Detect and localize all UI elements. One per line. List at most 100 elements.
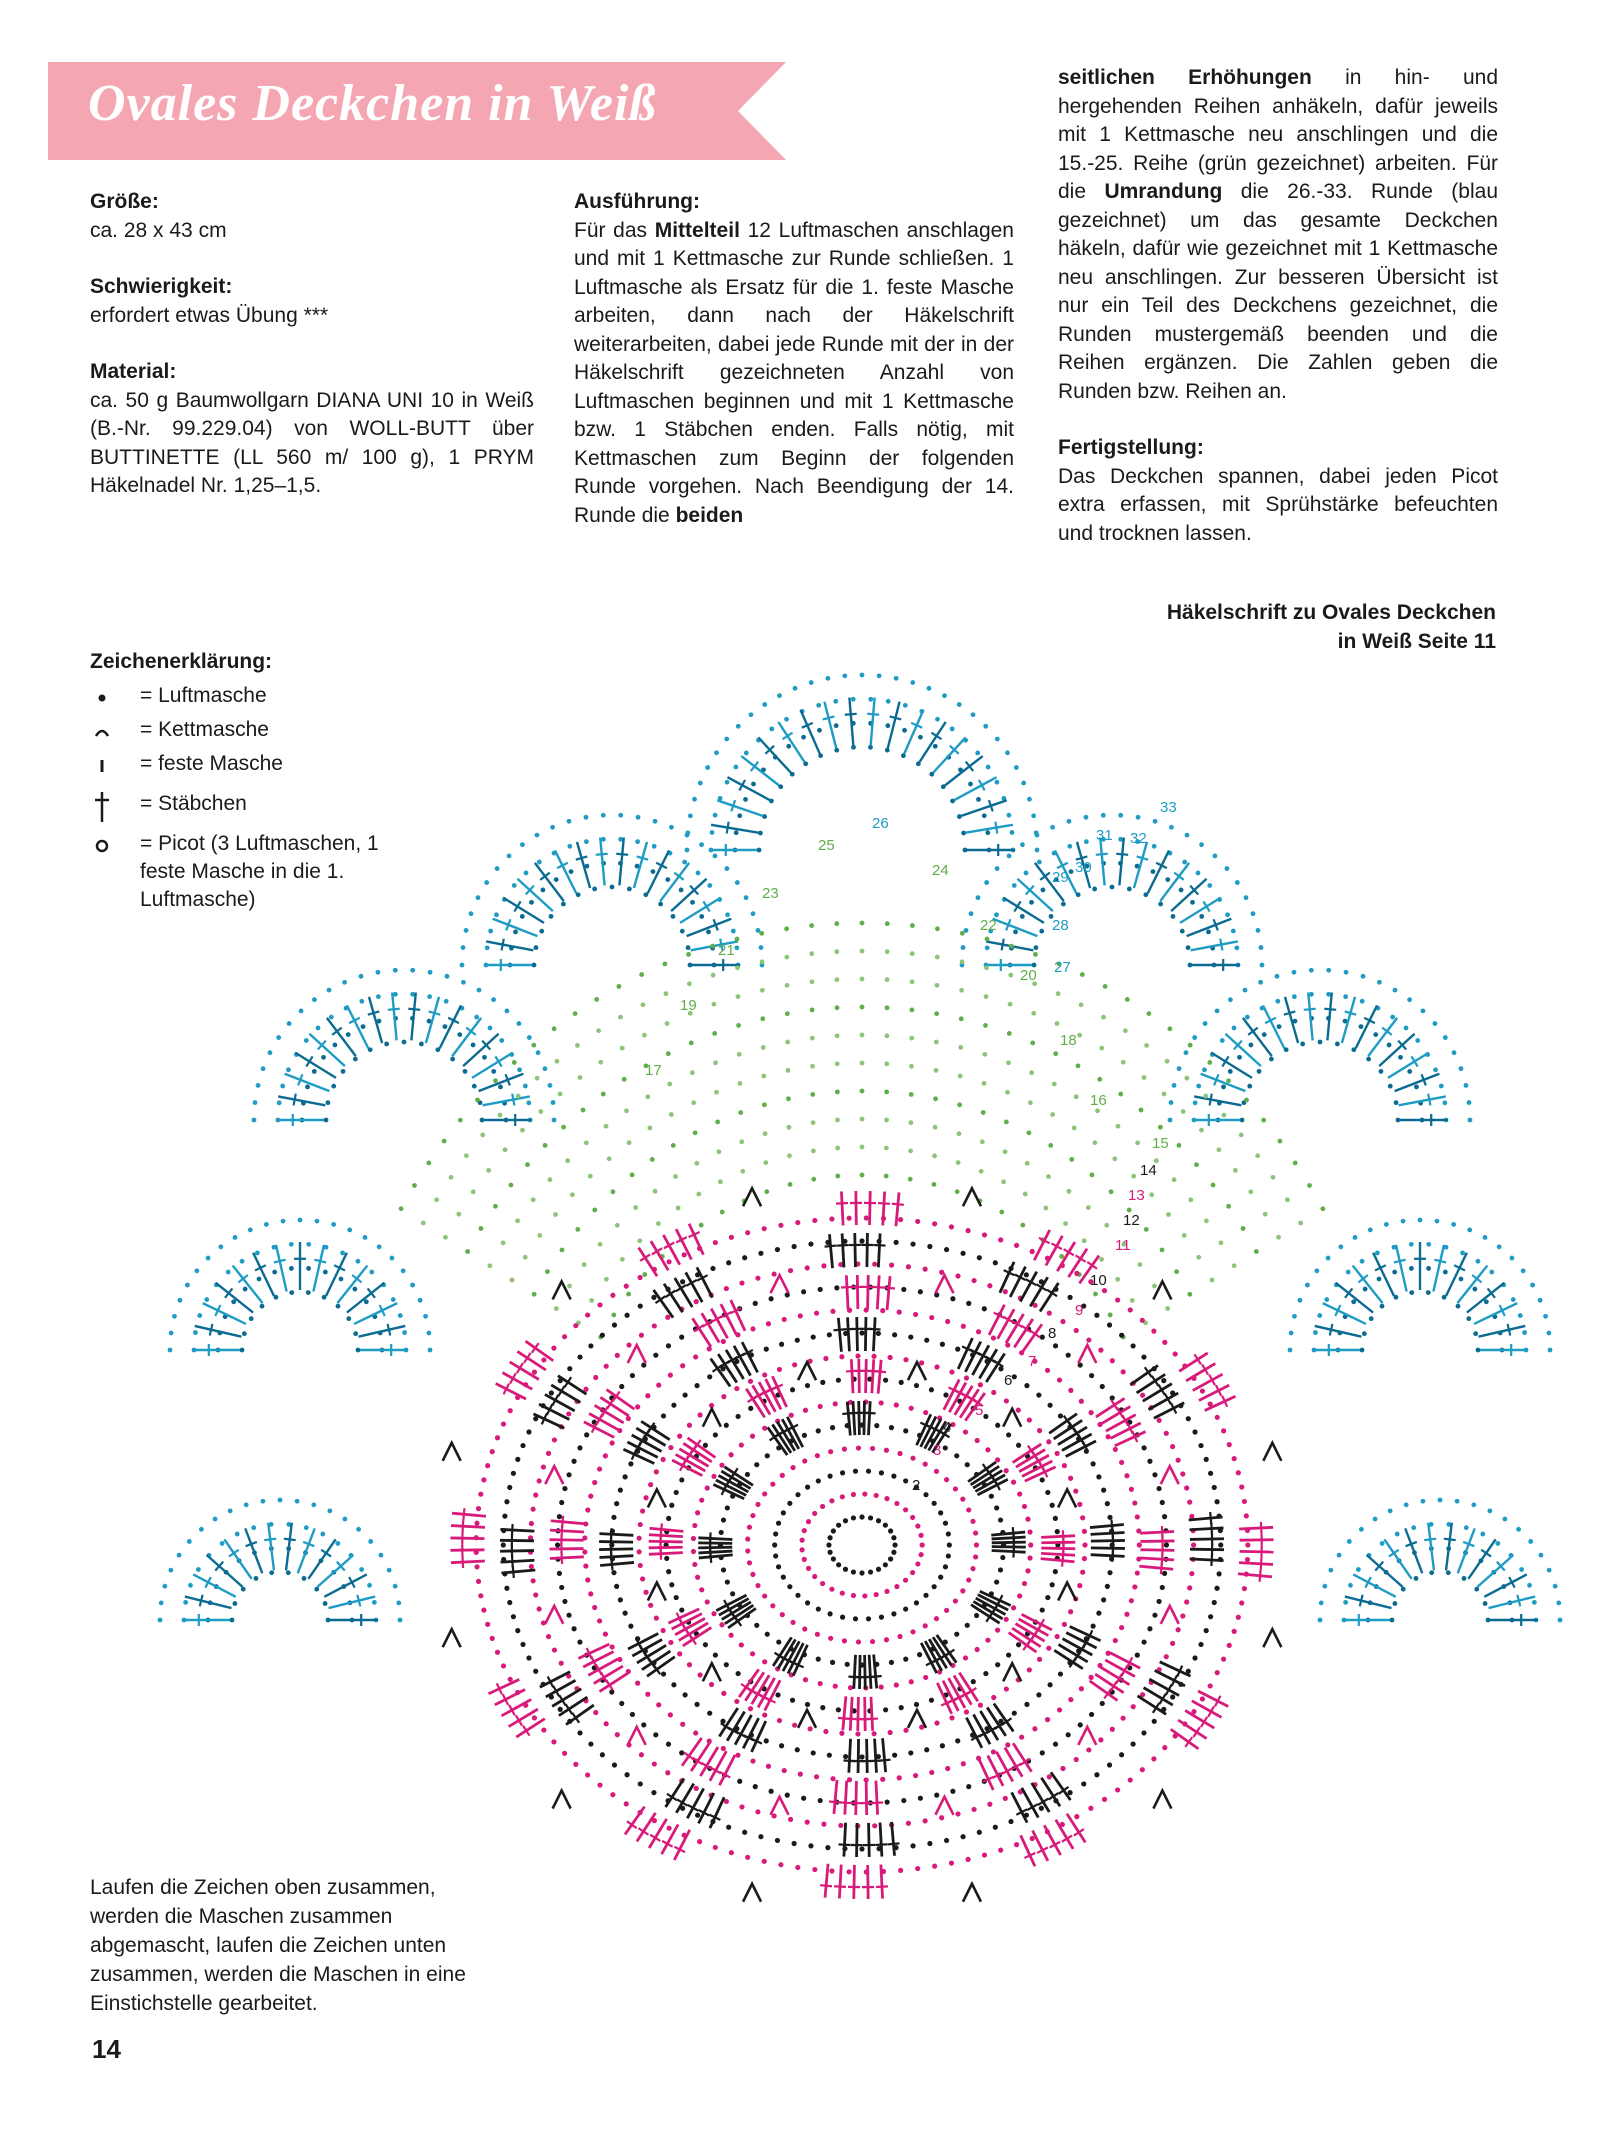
chain-dot: [1548, 1348, 1553, 1353]
chain-dot: [1000, 1555, 1005, 1560]
stitch-mark: [596, 854, 608, 855]
chain-dot: [376, 994, 381, 999]
chain-dot: [501, 1542, 506, 1547]
chain-dot: [624, 1801, 629, 1806]
stitch-mark: [628, 1345, 646, 1363]
chain-dot: [795, 1865, 800, 1870]
chain-dot: [995, 1457, 1000, 1462]
chain-dot: [871, 1731, 876, 1736]
chain-dot: [957, 1131, 962, 1136]
chain-dot: [666, 1742, 671, 1747]
chain-dot: [879, 1684, 884, 1689]
chain-dot: [1029, 1070, 1034, 1075]
stitch-mark: [1190, 1528, 1224, 1530]
stitch-mark: [870, 1191, 871, 1225]
chain-dot: [726, 1825, 731, 1830]
chain-dot: [786, 1096, 791, 1101]
stitch-mark: [599, 1556, 633, 1558]
chain-dot: [966, 1301, 971, 1306]
chain-dot: [898, 1868, 903, 1873]
chain-dot: [1067, 819, 1072, 824]
chain-dot: [1375, 1251, 1380, 1256]
chain-dot: [1328, 1568, 1333, 1573]
chain-dot: [823, 1356, 828, 1361]
stitch-mark: [820, 1885, 832, 1886]
chain-dot: [1092, 1140, 1097, 1145]
chain-dot: [1025, 1161, 1030, 1166]
chain-dot: [943, 1392, 948, 1397]
chain-dot: [884, 1118, 889, 1123]
chain-dot: [983, 1414, 988, 1419]
chain-dot: [353, 1057, 358, 1062]
chain-dot: [480, 1133, 485, 1138]
chain-dot: [476, 1506, 481, 1511]
chain-dot: [770, 1603, 775, 1608]
chain-dot: [643, 1495, 648, 1500]
chain-dot: [1292, 970, 1297, 975]
chain-dot: [851, 745, 856, 750]
stitch-mark: [995, 822, 997, 834]
stitch-mark: [660, 863, 689, 901]
stitch-mark: [851, 1359, 853, 1393]
round-label: 9: [1075, 1302, 1083, 1319]
chain-dot: [541, 888, 546, 893]
stitch-mark: [1405, 1528, 1422, 1573]
chain-dot: [803, 1677, 808, 1682]
chain-dot: [859, 1330, 864, 1335]
chain-dot: [1121, 1060, 1126, 1065]
chain-dot: [315, 1219, 320, 1224]
chain-dot: [965, 1623, 970, 1628]
chain-dot: [1096, 1611, 1101, 1616]
chain-dot: [977, 1255, 982, 1260]
chain-dot: [976, 895, 981, 900]
chain-dot: [1558, 1618, 1563, 1623]
stitch-mark: [1013, 1546, 1014, 1558]
chain-dot: [932, 1153, 937, 1158]
chain-dot: [1404, 1502, 1409, 1507]
chain-dot: [671, 1682, 676, 1687]
chain-dot: [1356, 1567, 1361, 1572]
chain-dot: [1199, 1128, 1204, 1133]
stitch-mark: [1161, 1606, 1179, 1624]
chain-dot: [1077, 1502, 1082, 1507]
chain-dot: [984, 880, 989, 885]
chain-dot: [557, 1514, 562, 1519]
chain-dot: [651, 1295, 656, 1300]
stitch-mark: [276, 1245, 287, 1292]
chain-dot: [860, 1033, 865, 1038]
chain-dot: [304, 1038, 309, 1043]
chain-dot: [575, 1043, 580, 1048]
chain-dot: [548, 1177, 553, 1182]
chain-dot: [503, 1147, 508, 1152]
chain-dot: [830, 1425, 835, 1430]
chain-dot: [481, 1608, 486, 1613]
chain-dot: [944, 1247, 949, 1252]
chain-dot: [1208, 1471, 1213, 1476]
stitch-mark: [887, 1276, 890, 1310]
chain-dot: [443, 1235, 448, 1240]
stitch-mark: [877, 1275, 879, 1309]
chain-dot: [1426, 1266, 1431, 1271]
chain-dot: [1006, 1432, 1011, 1437]
chain-dot: [1140, 1318, 1145, 1323]
legend-item: = Picot (3 Luftmaschen, 1 feste Masche i…: [90, 830, 390, 914]
chain-dot: [1074, 1814, 1079, 1819]
chain-dot: [529, 1521, 534, 1526]
chain-dot: [1189, 1571, 1194, 1576]
stitch-mark: [1140, 1550, 1174, 1551]
chain-dot: [695, 1575, 700, 1580]
chain-dot: [1067, 1790, 1072, 1795]
chain-dot: [1069, 1157, 1074, 1162]
round-label: 2: [912, 1477, 920, 1494]
chain-dot: [739, 1442, 744, 1447]
chain-dot: [901, 1287, 906, 1292]
chain-dot: [1337, 1553, 1342, 1558]
chain-dot: [780, 1473, 785, 1478]
chain-dot: [559, 1585, 564, 1590]
chain-dot: [953, 1486, 958, 1491]
stitch-mark: [295, 1053, 336, 1078]
chain-dot: [418, 1298, 423, 1303]
stitch-mark: [689, 1224, 703, 1255]
chain-dot: [835, 1118, 840, 1123]
stitch-mark: [966, 1718, 982, 1748]
